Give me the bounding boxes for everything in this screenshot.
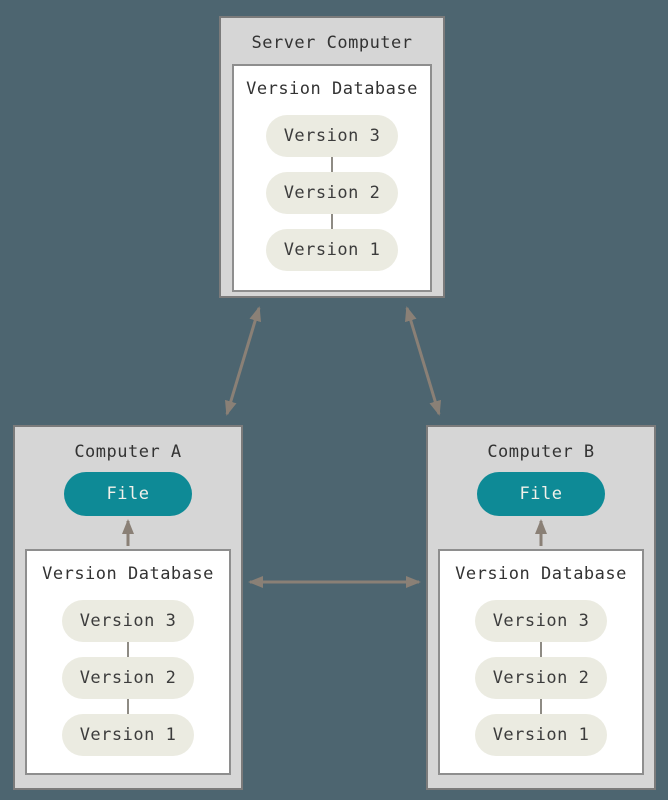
computer-b-version-link-line xyxy=(540,642,542,657)
computer-a-version-3-pill: Version 3 xyxy=(62,600,194,642)
computer-a-version-database-title: Version Database xyxy=(42,564,214,584)
computer-a-title: Computer A xyxy=(74,442,182,462)
server-version-link-line xyxy=(331,157,333,172)
server-version-database-panel: Version Database Version 3 Version 2 Ver… xyxy=(232,64,432,292)
server-version-2-pill: Version 2 xyxy=(266,172,398,214)
computer-a-version-link-line xyxy=(127,642,129,657)
computer-a-box: Computer A File Version Database Version… xyxy=(13,425,243,790)
server-version-database-title: Version Database xyxy=(246,79,418,99)
server-version-1-pill: Version 1 xyxy=(266,229,398,271)
computer-a-version-database-panel: Version Database Version 3 Version 2 Ver… xyxy=(25,549,231,775)
server-computer-box: Server Computer Version Database Version… xyxy=(219,16,445,298)
computer-b-version-1-pill: Version 1 xyxy=(475,714,607,756)
computer-a-version-2-pill: Version 2 xyxy=(62,657,194,699)
computer-b-version-link-line xyxy=(540,699,542,714)
computer-b-box: Computer B File Version Database Version… xyxy=(426,425,656,790)
computer-b-version-3-pill: Version 3 xyxy=(475,600,607,642)
computer-b-version-database-panel: Version Database Version 3 Version 2 Ver… xyxy=(438,549,644,775)
server-version-link-line xyxy=(331,214,333,229)
server-computer-b-sync-arrow xyxy=(405,306,441,416)
server-version-3-pill: Version 3 xyxy=(266,115,398,157)
computer-b-version-database-title: Version Database xyxy=(455,564,627,584)
server-computer-a-sync-arrow xyxy=(225,306,261,416)
computer-b-file-pill: File xyxy=(477,472,605,516)
computer-b-version-2-pill: Version 2 xyxy=(475,657,607,699)
computer-a-file-pill: File xyxy=(64,472,192,516)
computer-b-title: Computer B xyxy=(487,442,595,462)
computer-a-version-link-line xyxy=(127,699,129,714)
computer-a-version-1-pill: Version 1 xyxy=(62,714,194,756)
server-computer-title: Server Computer xyxy=(251,33,413,53)
